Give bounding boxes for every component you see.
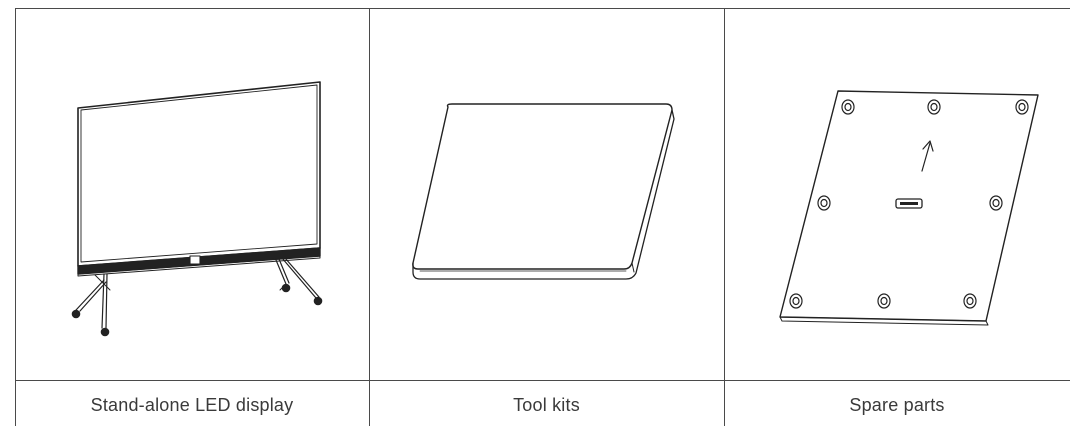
table-border-left	[15, 8, 16, 426]
table-border-top	[15, 8, 1070, 9]
led-display-illustration	[40, 70, 340, 350]
table-divider-1	[369, 8, 370, 426]
tool-kit-box-illustration	[400, 95, 690, 295]
spare-parts-panel-illustration	[770, 85, 1050, 335]
caption-spare-parts: Spare parts	[849, 394, 945, 415]
caption-led-display: Stand-alone LED display	[90, 394, 294, 415]
caption-tool-kits: Tool kits	[513, 394, 580, 415]
table-row-divider	[15, 380, 1070, 381]
table-divider-2	[724, 8, 725, 426]
